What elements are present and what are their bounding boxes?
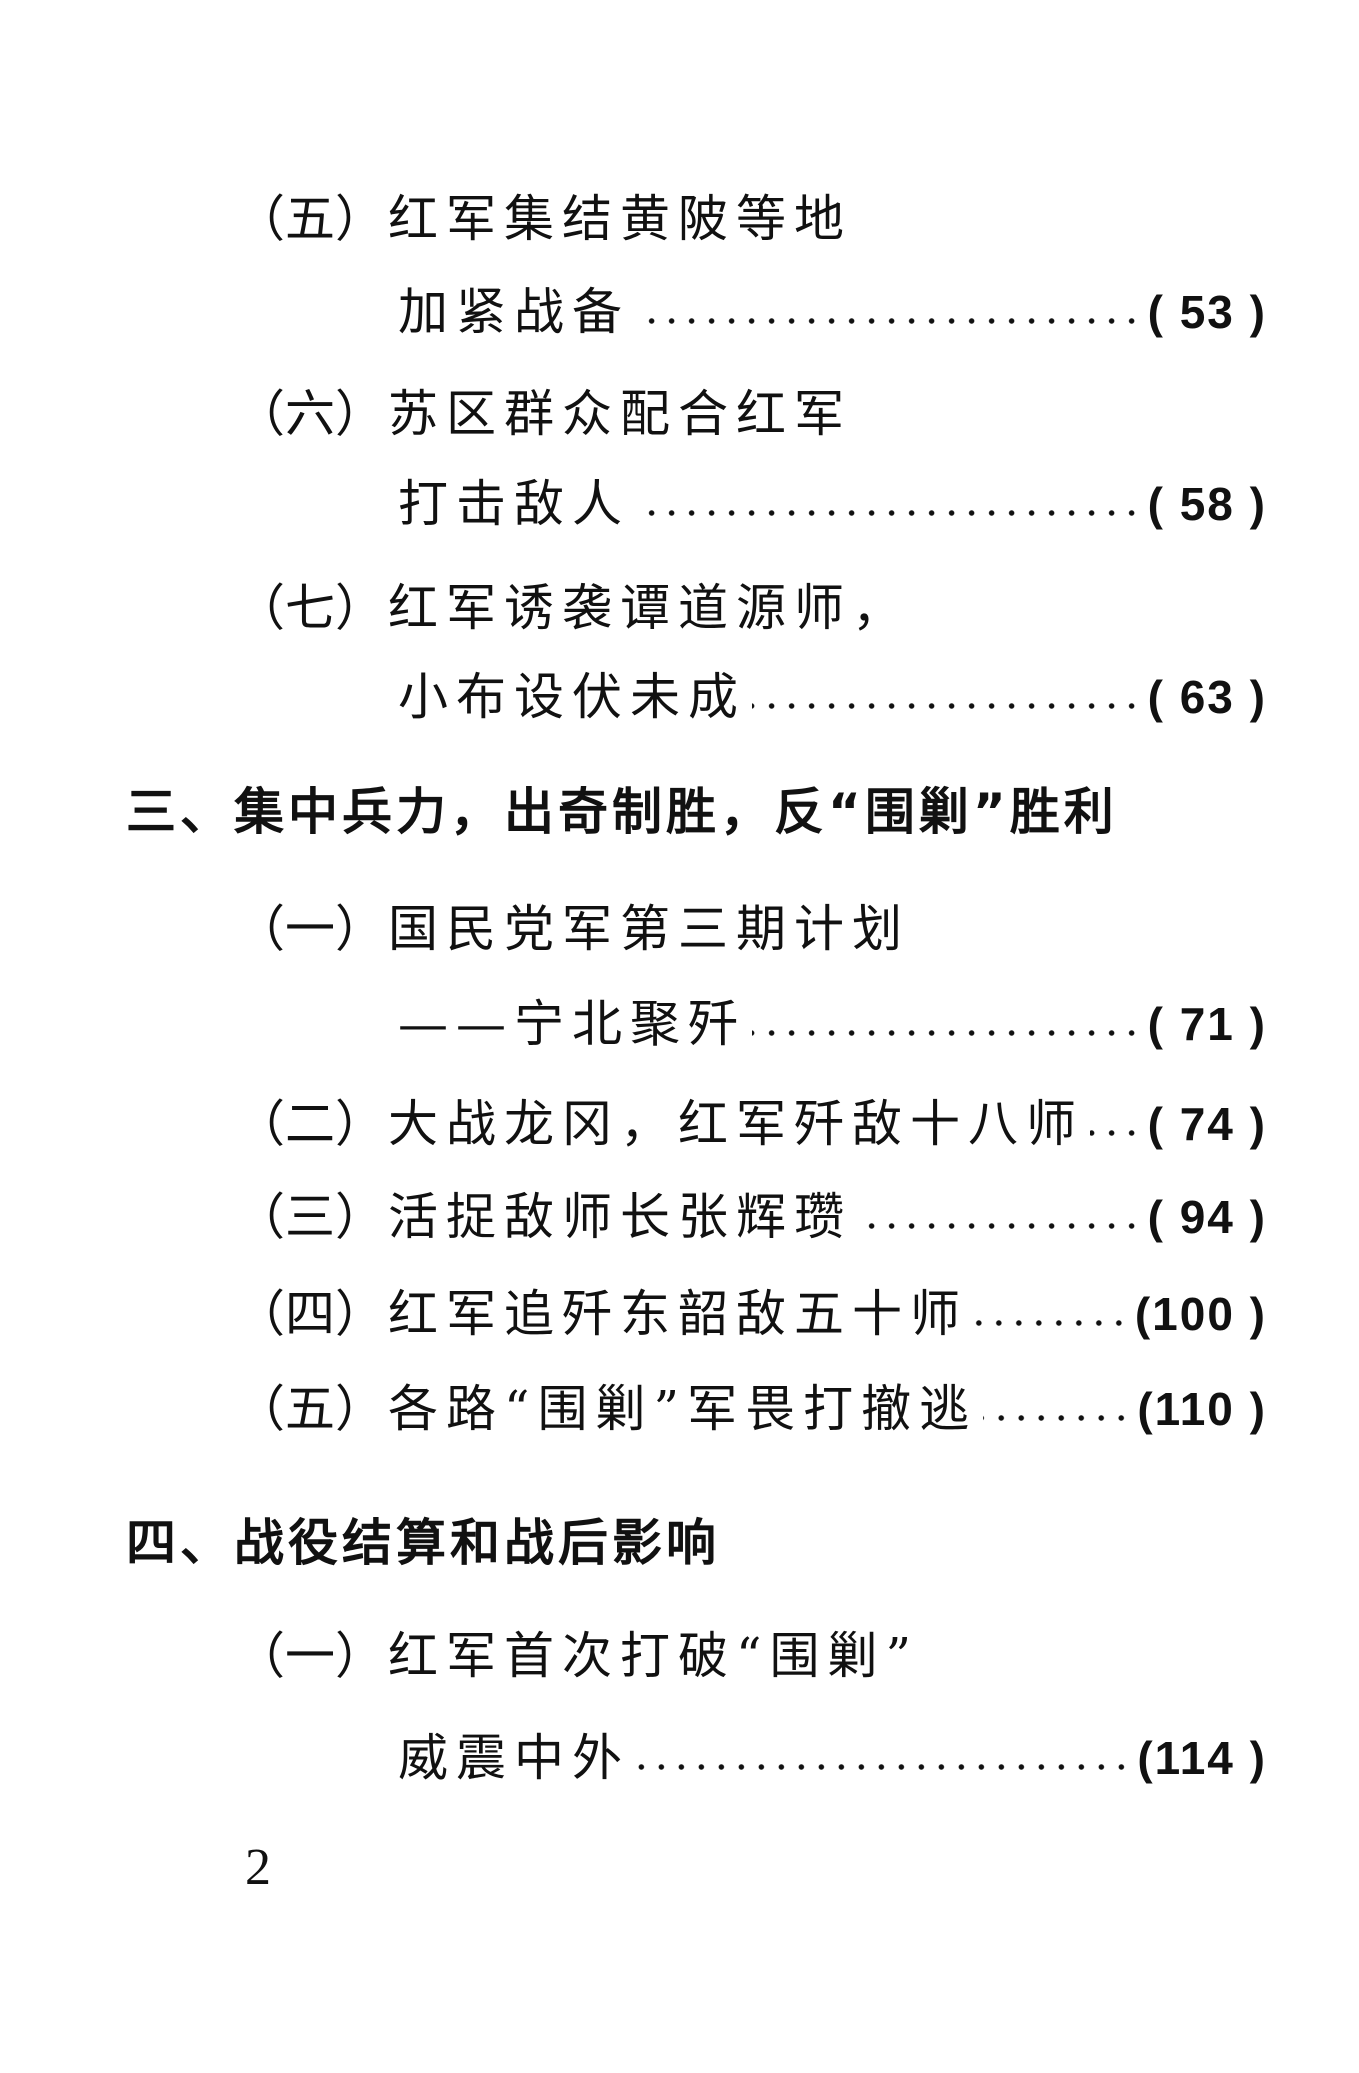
toc-entry-3-4[interactable]: （四） 红军追歼东韶敌五十师 (100 ): [235, 1282, 1267, 1346]
toc-entry-3-1-cont[interactable]: ——宁北聚歼 ( 71 ): [398, 992, 1267, 1056]
toc-entry-2-6-cont[interactable]: 打击敌人 ( 58 ): [398, 472, 1267, 536]
dot-leader: [974, 1317, 1129, 1329]
toc-entry-4-1-title[interactable]: （一） 红军首次打破“围剿”: [235, 1624, 919, 1688]
entry-title: 红军集结黄陂等地: [388, 190, 852, 248]
section-3-heading[interactable]: 三、集中兵力，出奇制胜，反“围剿”胜利: [126, 783, 1118, 841]
page-number: (114 ): [1137, 1732, 1267, 1784]
page-number: ( 74 ): [1147, 1098, 1267, 1150]
entry-title-cont: 小布设伏未成: [398, 668, 746, 726]
page-number: (100 ): [1134, 1288, 1267, 1340]
section-4-heading[interactable]: 四、战役结算和战后影响: [126, 1514, 720, 1572]
toc-entry-2-6-title[interactable]: （六） 苏区群众配合红军: [235, 382, 852, 446]
entry-title: 国民党军第三期计划: [388, 900, 910, 958]
entry-title: 红军追歼东韶敌五十师: [388, 1285, 968, 1343]
dot-leader: [1090, 1127, 1142, 1139]
entry-number: （六）: [235, 385, 385, 443]
entry-number: （四）: [235, 1285, 385, 1343]
dot-leader: [636, 507, 1142, 519]
entry-number: （五）: [235, 190, 385, 248]
toc-entry-3-1-title[interactable]: （一） 国民党军第三期计划: [235, 897, 910, 961]
page-number: ( 94 ): [1147, 1191, 1267, 1243]
entry-number: （三）: [235, 1188, 385, 1246]
dot-leader: [752, 700, 1142, 712]
entry-title-cont: 加紧战备: [398, 283, 630, 341]
entry-title: 红军首次打破“围剿”: [388, 1627, 920, 1685]
toc-entry-3-3[interactable]: （三） 活捉敌师长张辉瓒 ( 94 ): [235, 1185, 1267, 1249]
toc-entry-3-2[interactable]: （二） 大战龙冈，红军歼敌十八师 ( 74 ): [235, 1092, 1267, 1156]
page-folio: 2: [245, 1839, 271, 1896]
page-number: ( 63 ): [1147, 671, 1267, 723]
entry-title: 活捉敌师长张辉瓒: [388, 1188, 852, 1246]
toc-entry-2-7-cont[interactable]: 小布设伏未成 ( 63 ): [398, 665, 1267, 729]
page-number: (110 ): [1137, 1383, 1267, 1435]
toc-entry-2-5-title[interactable]: （五） 红军集结黄陂等地: [235, 187, 852, 251]
entry-number: （五）: [235, 1380, 385, 1438]
entry-title: 各路“围剿”军畏打撤逃: [388, 1380, 978, 1438]
page-number: ( 71 ): [1147, 998, 1267, 1050]
toc-entry-2-7-title[interactable]: （七） 红军诱袭谭道源师，: [235, 576, 910, 640]
entry-title-cont: 打击敌人: [398, 475, 630, 533]
entry-title: 红军诱袭谭道源师，: [388, 579, 910, 637]
entry-number: （一）: [235, 1627, 385, 1685]
toc-entry-4-1-cont[interactable]: 威震中外 (114 ): [398, 1726, 1267, 1790]
dot-leader: [752, 1027, 1142, 1039]
dot-leader: [636, 1761, 1132, 1773]
entry-number: （七）: [235, 579, 385, 637]
entry-title: 大战龙冈，红军歼敌十八师: [388, 1095, 1084, 1153]
entry-title: 苏区群众配合红军: [388, 385, 852, 443]
dot-leader: [858, 1220, 1142, 1232]
entry-title-cont: 威震中外: [398, 1729, 630, 1787]
entry-title-cont: ——宁北聚歼: [398, 995, 746, 1053]
entry-number: （二）: [235, 1095, 385, 1153]
toc-entry-2-5-cont[interactable]: 加紧战备 ( 53 ): [398, 280, 1267, 344]
toc-entry-3-5[interactable]: （五） 各路“围剿”军畏打撤逃 (110 ): [235, 1377, 1267, 1441]
dot-leader: [983, 1412, 1132, 1424]
dot-leader: [636, 315, 1142, 327]
page-number: ( 53 ): [1147, 286, 1267, 338]
page-number: ( 58 ): [1147, 478, 1267, 530]
entry-number: （一）: [235, 900, 385, 958]
